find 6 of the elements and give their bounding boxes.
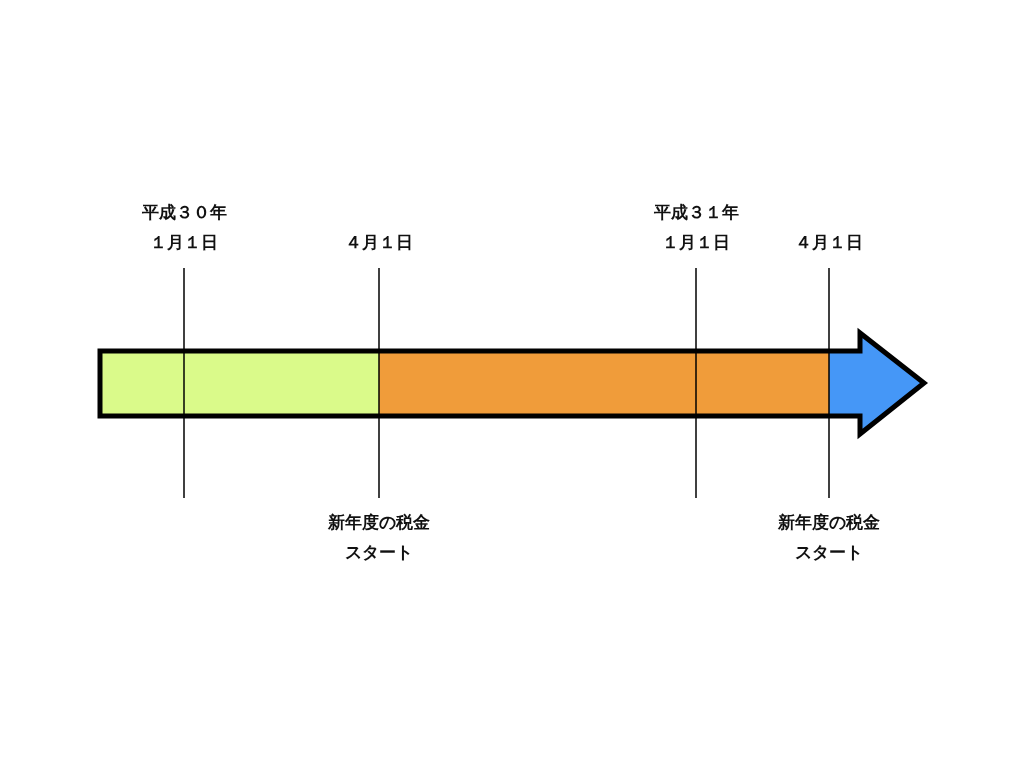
date-label: 平成３１年１月１日: [652, 201, 740, 254]
date-label: ４月１日: [794, 231, 864, 254]
date-label: ４月１日: [344, 231, 414, 254]
date-label: 平成３０年１月１日: [140, 201, 228, 254]
event-label: 新年度の税金スタート: [327, 511, 431, 564]
event-label: 新年度の税金スタート: [777, 511, 881, 564]
